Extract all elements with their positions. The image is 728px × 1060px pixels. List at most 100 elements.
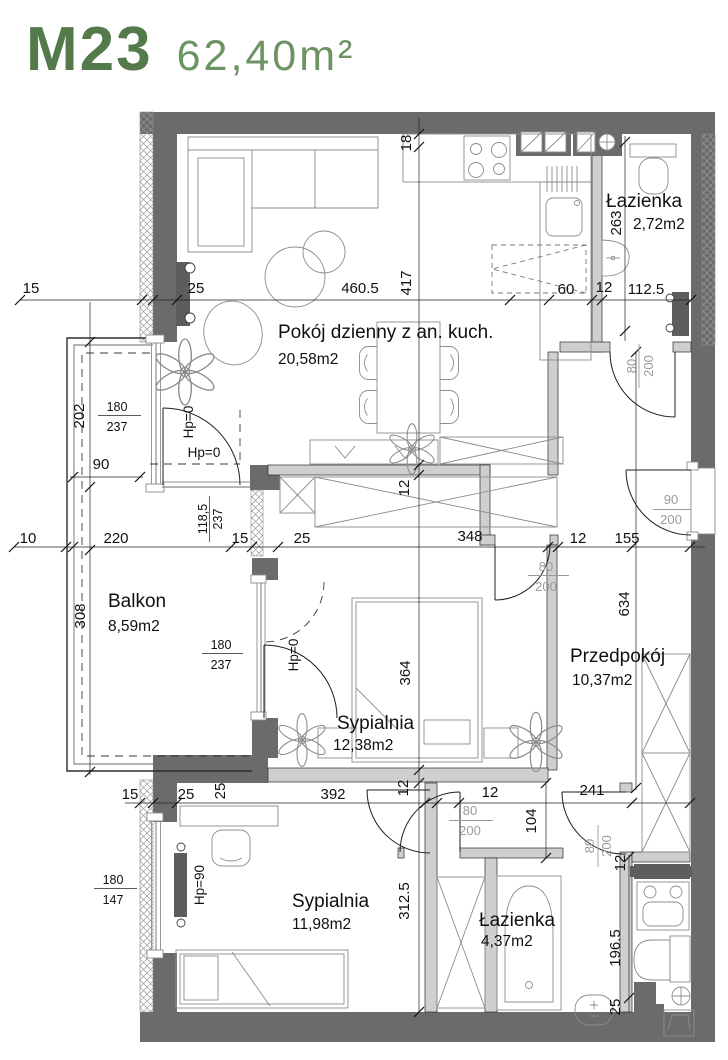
toilet bbox=[633, 935, 691, 983]
kitchen-counter bbox=[402, 133, 592, 361]
door-size-label: 200 bbox=[660, 512, 682, 527]
dim-label: 196.5 bbox=[607, 929, 624, 967]
window-bedroom-bottom bbox=[146, 812, 164, 959]
door-size-label: 80 bbox=[582, 839, 597, 853]
washbasin bbox=[574, 994, 614, 1026]
dim-label: 202 bbox=[71, 403, 88, 428]
opening-labels: 180 237 118,5 237 180 237 180 147 80 200… bbox=[94, 344, 691, 907]
room-area: 20,58m2 bbox=[278, 351, 338, 368]
dim-label: 12 bbox=[395, 780, 412, 797]
desk bbox=[179, 805, 279, 867]
dim-label: 25 bbox=[212, 783, 229, 800]
room-area: 8,59m2 bbox=[108, 618, 160, 635]
radiator bbox=[176, 262, 196, 326]
nightstand bbox=[483, 727, 519, 759]
room-area: 11,98m2 bbox=[292, 916, 351, 933]
dim-label: 18 bbox=[398, 135, 415, 152]
door-bath-top bbox=[609, 351, 676, 418]
dimension-lines bbox=[8, 118, 705, 1018]
toilet bbox=[629, 143, 677, 158]
window-size-label: 237 bbox=[211, 509, 225, 530]
tv-cabinet bbox=[309, 436, 564, 465]
kitchen-sink bbox=[545, 166, 583, 237]
radiator bbox=[665, 292, 689, 336]
dimension-labels: 15 25 460.5 60 12 112.5 18 417 263 202 9… bbox=[20, 135, 665, 1016]
dim-label: 220 bbox=[103, 530, 128, 547]
dim-label: 60 bbox=[558, 281, 575, 298]
dim-label: 25 bbox=[178, 786, 195, 803]
window-size-label: 180 bbox=[103, 873, 124, 887]
radiator bbox=[630, 864, 692, 879]
window-size-label: 237 bbox=[107, 420, 128, 434]
unit-area: 62,40m² bbox=[176, 32, 356, 80]
room-name: Balkon bbox=[108, 591, 166, 612]
window-size-label: 180 bbox=[107, 400, 128, 414]
door-balcony-bedroom bbox=[263, 581, 338, 719]
dim-label: 263 bbox=[608, 210, 625, 235]
door-entrance bbox=[625, 461, 716, 541]
dim-label: 90 bbox=[93, 456, 110, 473]
balcony-railing bbox=[66, 337, 252, 772]
dim-label: 25 bbox=[294, 530, 311, 547]
dim-label: 312.5 bbox=[396, 882, 413, 920]
window-bedroom-mid bbox=[250, 574, 267, 721]
dim-label: 241 bbox=[579, 782, 604, 799]
room-name: Sypialnia bbox=[292, 891, 370, 912]
rug-circles bbox=[264, 230, 346, 308]
door-bedroom-mid bbox=[494, 544, 551, 601]
sill-height-label: Hp=90 bbox=[192, 865, 207, 905]
dim-label: 308 bbox=[72, 603, 89, 628]
sofa bbox=[187, 136, 379, 253]
plant-icon bbox=[152, 338, 218, 406]
plant-icon bbox=[276, 713, 328, 767]
radiator bbox=[174, 842, 187, 928]
room-name: Przedpokój bbox=[570, 646, 665, 667]
window-size-label: 180 bbox=[211, 638, 232, 652]
washing-machine bbox=[636, 881, 690, 931]
outer-walls bbox=[140, 112, 715, 1042]
room-name: Łazienka bbox=[479, 910, 555, 931]
dim-label: 12 bbox=[570, 530, 587, 547]
bath-top-fixtures bbox=[601, 143, 677, 277]
washbasin bbox=[601, 239, 630, 277]
dim-label: 634 bbox=[616, 591, 633, 616]
sill-height-label: Hp=0 bbox=[188, 445, 221, 460]
dim-label: 392 bbox=[320, 786, 345, 803]
room-name: Pokój dzienny z an. kuch. bbox=[278, 322, 493, 343]
dim-label: 15 bbox=[23, 280, 40, 297]
door-size-label: 200 bbox=[459, 823, 481, 838]
dim-label: 12 bbox=[396, 480, 413, 497]
dim-label: 25 bbox=[188, 280, 205, 297]
room-area: 10,37m2 bbox=[572, 672, 632, 689]
dim-label: 25 bbox=[607, 999, 624, 1016]
dim-label: 112.5 bbox=[628, 281, 664, 298]
wardrobe bbox=[436, 876, 486, 1009]
dining-set bbox=[359, 321, 459, 434]
dim-label: 417 bbox=[398, 270, 415, 295]
dim-label: 12 bbox=[612, 855, 629, 872]
room-area: 4,37m2 bbox=[481, 933, 533, 950]
corner-washbasin bbox=[663, 986, 695, 1037]
door-wc-compartment bbox=[561, 791, 627, 855]
dim-label: 10 bbox=[20, 530, 37, 547]
partition-walls bbox=[267, 133, 692, 1013]
hall-closet bbox=[641, 653, 691, 853]
dim-label: 12 bbox=[482, 784, 499, 801]
pouf bbox=[203, 300, 263, 366]
window-size-label: 237 bbox=[211, 658, 232, 672]
stove bbox=[463, 135, 511, 181]
dim-label: 348 bbox=[457, 528, 482, 545]
desk-chair bbox=[211, 829, 251, 867]
bathtub bbox=[496, 875, 562, 1011]
door-bedroom-bottom bbox=[366, 789, 431, 854]
vent-shaft bbox=[516, 128, 622, 156]
wardrobe bbox=[279, 476, 558, 528]
window-size-label: 147 bbox=[103, 893, 124, 907]
room-name: Sypialnia bbox=[337, 713, 415, 734]
dim-label: 364 bbox=[397, 660, 414, 685]
room-area: 12,38m2 bbox=[333, 737, 393, 754]
door-size-label: 200 bbox=[599, 835, 614, 857]
